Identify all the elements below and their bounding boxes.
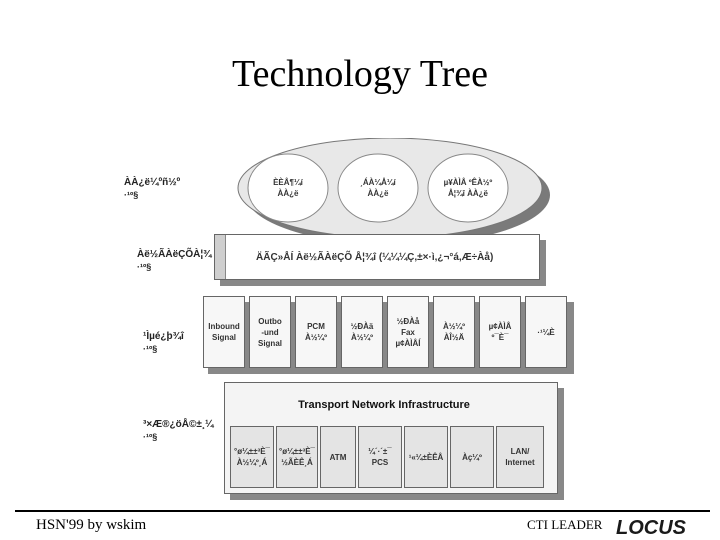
middleware-box xyxy=(433,296,475,368)
middleware-label: À½¼º ÀÎ½Ä xyxy=(442,322,466,342)
row-label-network: ³×Æ®¿öÅ©±¸¼ ·¹º§ xyxy=(143,418,214,444)
network-box xyxy=(404,426,448,488)
row-label-middleware: ¹Ìµé¿þ¾î ·¹º§ xyxy=(143,330,184,356)
middleware-box xyxy=(295,296,337,368)
middleware-label: Inbound Signal xyxy=(208,322,240,342)
middleware-box xyxy=(341,296,383,368)
footer-author: HSN'99 by wskim xyxy=(36,517,147,533)
row-label-text: ÀÀ¿ë¼ºñ½º xyxy=(124,177,181,188)
bar-end-cap xyxy=(215,235,226,279)
network-box xyxy=(496,426,544,488)
network-label: °ø¼±±³È¯ ½ÃÈÊ¸Á xyxy=(279,447,315,467)
row-label-sub: ·¹º§ xyxy=(137,262,152,272)
service-label: ¸ÁÀ¼Å¼í ÀÀ¿ë xyxy=(360,178,396,198)
middleware-label: PCM À½¼º xyxy=(304,322,328,342)
footer-divider xyxy=(15,510,710,512)
row-label-sub: ·¹º§ xyxy=(143,432,158,442)
row-label-sub: ·¹º§ xyxy=(143,344,158,354)
middleware-label: µ¢ÀÌÅ º¯È¯ xyxy=(488,322,512,342)
network-label: LAN/ Internet xyxy=(505,447,535,467)
service-label: µ¥ÀÌÅ ºÊÀ½º Å¦¾î ÀÀ¿ë xyxy=(443,178,493,198)
row-label-text: ³×Æ®¿öÅ©±¸¼ xyxy=(143,419,214,430)
middleware-label: ½ÐÀå Fax µ¢ÀÌÅÍ xyxy=(395,316,421,348)
network-label: ATM xyxy=(329,452,347,462)
application-layer-diagram xyxy=(237,138,550,245)
network-box xyxy=(276,426,318,488)
middleware-box xyxy=(249,296,291,368)
service-ellipse xyxy=(427,153,509,223)
network-label: °ø¼±±³È¯ À½¼º¸Á xyxy=(234,447,270,467)
logo-text: LOCUS xyxy=(616,517,687,538)
service-ellipse xyxy=(337,153,419,223)
row-label-text: ¹Ìµé¿þ¾î xyxy=(143,331,184,342)
service-ellipse xyxy=(247,153,329,223)
middleware-box xyxy=(525,296,567,368)
network-box xyxy=(358,426,402,488)
network-label: ¹«¼±ÈÊÅ xyxy=(408,452,444,462)
locus-logo: LOCUS xyxy=(616,517,687,538)
middleware-label: ½ÐÀä À½¼º xyxy=(350,322,374,342)
network-box xyxy=(320,426,356,488)
middleware-label: Outbo -und Signal xyxy=(257,316,282,348)
footer-company: CTI LEADER xyxy=(527,517,603,532)
middleware-box xyxy=(479,296,521,368)
network-label: Àç¼º xyxy=(462,452,482,462)
integration-label: ÄÃÇ»ÅÍ Àë½ÃÀëÇÕ Å¦¾î (¼¼¼Ç,±×·ì,¿¬°á,Æ÷À… xyxy=(256,251,494,263)
service-label: ÈÈÅ¶¼í ÀÀ¿ë xyxy=(273,178,303,198)
row-label-text: Àë½ÃÀëÇÕÀ¦¾ xyxy=(137,249,212,260)
page-title: Technology Tree xyxy=(232,53,488,95)
middleware-box xyxy=(203,296,245,368)
integration-bar xyxy=(214,234,540,280)
network-box xyxy=(230,426,274,488)
middleware-box xyxy=(387,296,429,368)
network-title: Transport Network Infrastructure xyxy=(298,398,470,411)
network-label: ¼´·´±¯ PCS xyxy=(368,447,392,467)
row-label-integration: Àë½ÃÀëÇÕÀ¦¾ ·¹º§ xyxy=(137,248,212,274)
middleware-label: ·¹¼È xyxy=(537,327,555,337)
network-box xyxy=(450,426,494,488)
row-label-application: ÀÀ¿ë¼ºñ½º ·¹º§ xyxy=(124,176,180,202)
row-label-sub: ·¹º§ xyxy=(124,190,139,200)
